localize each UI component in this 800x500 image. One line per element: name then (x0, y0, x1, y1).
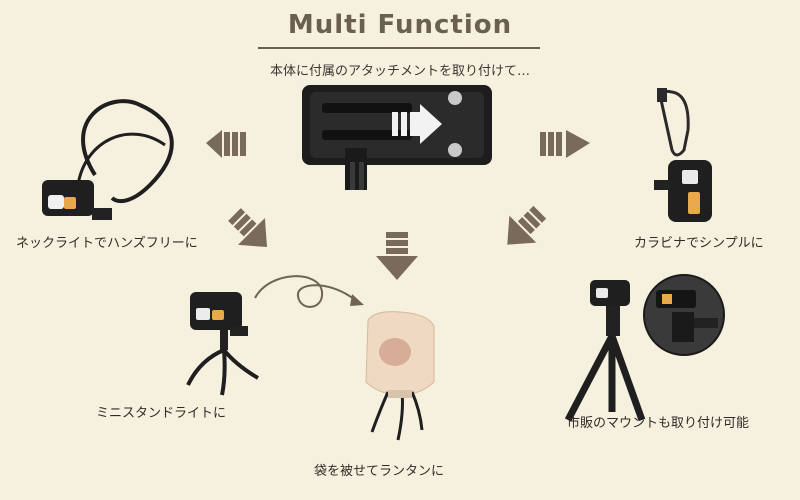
mount-tripod-image (564, 274, 725, 422)
subtitle: 本体に付属のアタッチメントを取り付けて… (269, 64, 530, 79)
attachment-plate-image (302, 85, 492, 190)
caption-carabiner: カラビナでシンプルに (634, 236, 764, 251)
caption-mini-stand: ミニスタンドライトに (96, 406, 227, 421)
caption-neck-light: ネックライトでハンズフリーに (16, 236, 198, 251)
page-title: Multi Function (287, 10, 513, 40)
neck-light-image (42, 99, 174, 220)
arrow-down-right-icon (507, 205, 547, 245)
arrow-down-icon (376, 232, 418, 280)
arrow-right-icon (540, 130, 590, 158)
title-underline (258, 47, 540, 49)
bag-lantern-image (365, 311, 435, 441)
arrow-down-left-icon (228, 208, 268, 248)
arrow-left-icon (206, 130, 246, 158)
caption-mount: 市販のマウントも取り付け可能 (567, 416, 750, 431)
caption-bag-lantern: 袋を被せてランタンに (314, 464, 445, 479)
mini-stand-light-image (186, 292, 260, 396)
carabiner-light-image (654, 88, 712, 222)
swirl-arrow-icon (254, 275, 364, 308)
